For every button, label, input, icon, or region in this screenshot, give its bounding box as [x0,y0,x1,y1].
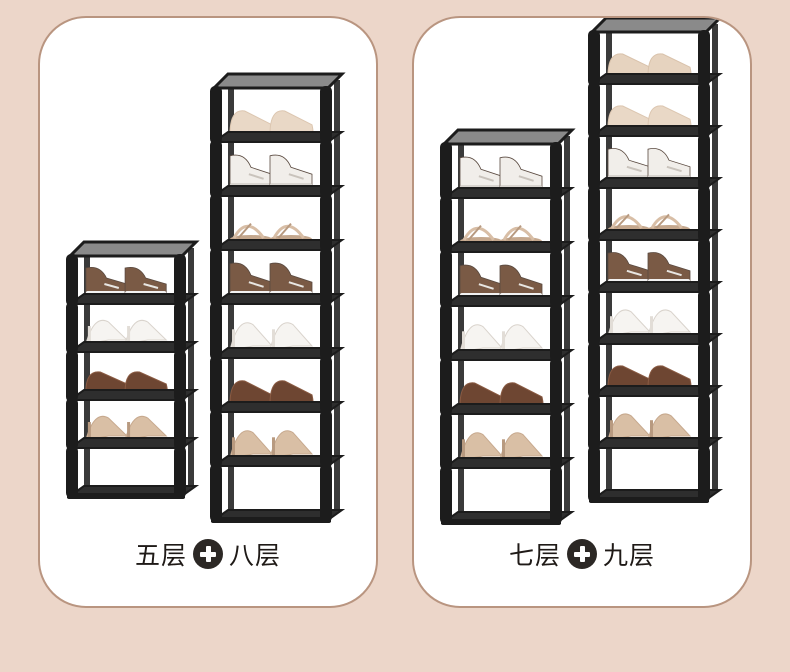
sneakers-icon [229,262,313,297]
rack-shelf [210,347,346,359]
plus-circle-icon [193,539,223,569]
rack-shelf [66,341,200,353]
rack-post [702,32,709,502]
sneakers-icon [459,264,543,299]
rack-post [554,144,561,524]
rack-shelf [66,437,200,449]
rack-shelf [210,401,346,413]
rack-post [441,144,448,524]
rack-shelf [588,177,724,189]
product-panel-left: 五层 八层 [38,16,378,608]
loafers-icon [607,365,692,389]
rack-top-board [440,128,576,146]
rack-shelf [210,185,346,197]
rack-shelf [66,389,200,401]
rack-shelf [588,437,724,449]
panel-caption: 五层 八层 [40,536,376,572]
flats-icon [607,105,692,129]
shoe-rack-8-tier [210,72,346,523]
rack-top-board [66,240,200,258]
rack-shelf [210,239,346,251]
high-heels-icon [85,319,168,345]
flats-icon [229,110,314,135]
rack-post [67,256,74,498]
rack-shelf [588,281,724,293]
rack-shelf [210,131,346,143]
product-panel-right: 七层 九层 [412,16,752,608]
rack-post [458,136,464,514]
rack-post [324,88,331,522]
strappy-heels-icon [85,415,168,441]
rack-shelf [588,125,724,137]
rack-post [564,136,570,514]
high-heels-icon [229,322,314,351]
rack-shelf [588,385,724,397]
shoe-rack-5-tier [66,240,200,499]
rack-post [589,32,596,502]
shoe-rack-illustration [66,72,346,523]
plus-circle-icon [567,539,597,569]
white-sneakers-icon [459,156,543,191]
shoe-rack-9-tier [588,18,724,503]
rack-shelf [440,349,576,361]
rack-shelf [210,293,346,305]
rack-shelf [440,295,576,307]
white-sneakers-icon [229,154,313,189]
rack-base [67,493,185,499]
rack-shelf [440,241,576,253]
rack-shelf [588,229,724,241]
shoe-rack-illustration [440,18,724,525]
sneakers-icon [85,267,167,297]
panel-caption: 七层 九层 [414,536,750,572]
strappy-heels-icon [229,430,314,459]
strappy-heels-icon [459,432,544,461]
rack-shelf [440,457,576,469]
rack-post [712,24,718,492]
rack-base [589,497,709,503]
rack-shelf [440,403,576,415]
high-heels-icon [607,309,692,337]
rack-base [441,519,561,525]
sneakers-icon [607,252,691,285]
rack-shelf [588,333,724,345]
rack-post [188,248,194,488]
rack-post [211,88,218,522]
loafers-icon [85,371,168,393]
white-sneakers-icon [607,148,691,181]
loafers-icon [459,382,544,407]
high-heels-icon [459,324,544,353]
caption-tier-count-second: 八层 [229,541,282,570]
caption-tier-count-first: 五层 [134,541,187,570]
shoe-rack-7-tier [440,128,576,525]
loafers-icon [229,380,314,405]
rack-post [178,256,185,498]
rack-top-board [210,72,346,90]
rack-shelf [66,293,200,305]
rack-shelf [210,455,346,467]
strappy-heels-icon [607,413,692,441]
caption-tier-count-second: 九层 [603,541,656,570]
caption-tier-count-first: 七层 [508,541,561,570]
rack-base [211,517,331,523]
rack-shelf [588,73,724,85]
slippers-icon [607,53,692,77]
rack-top-board [588,18,723,34]
rack-shelf [440,187,576,199]
rack-post [84,248,90,488]
